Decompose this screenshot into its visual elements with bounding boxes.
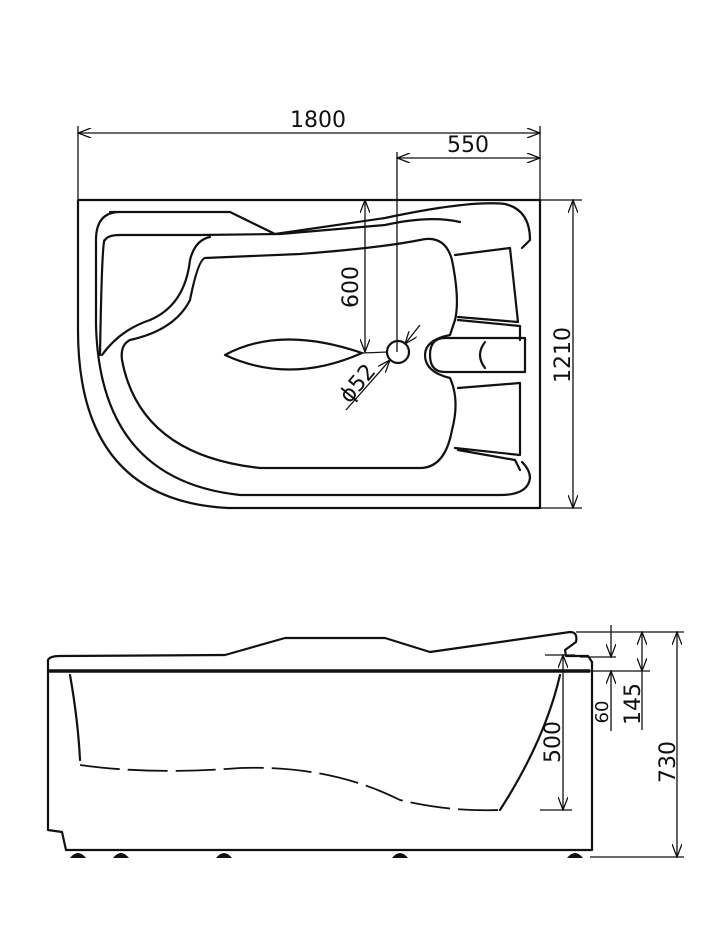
lid-profile (46, 630, 594, 672)
dim-line-diameter (345, 360, 390, 411)
inner-ledge-outline (98, 218, 462, 357)
dim-label-diameter: ϕ52 (335, 360, 381, 409)
foot (70, 853, 86, 858)
foot (216, 853, 232, 858)
dim-label-730: 730 (656, 741, 681, 783)
dim-label-60: 60 (592, 701, 613, 724)
rim-outline (94, 202, 532, 497)
dim-label-145: 145 (621, 683, 646, 725)
drain-circle (385, 339, 411, 365)
dim-label-1800: 1800 (290, 108, 346, 133)
basin-outline (120, 237, 459, 470)
lumbar-insert (223, 338, 364, 371)
basin-end-wall (498, 673, 562, 812)
foot (113, 853, 129, 858)
top-view: 1800 550 600 ϕ52 1210 (76, 108, 582, 510)
overflow-handle (428, 336, 527, 374)
dim-label-1210: 1210 (551, 327, 576, 383)
outer-shell-outline (76, 198, 542, 510)
dim-label-500: 500 (541, 721, 566, 763)
backrest-segments (453, 246, 522, 472)
skirt-edge (68, 673, 82, 762)
foot (392, 853, 408, 858)
feet (70, 853, 583, 858)
body-outline (46, 660, 594, 852)
dim-label-600: 600 (339, 266, 364, 308)
dim-label-550: 550 (447, 133, 489, 158)
side-view: 60 145 730 500 (46, 625, 684, 858)
drain-leader (361, 351, 389, 354)
inner-basin-hidden-line (79, 764, 501, 812)
foot (567, 853, 583, 858)
